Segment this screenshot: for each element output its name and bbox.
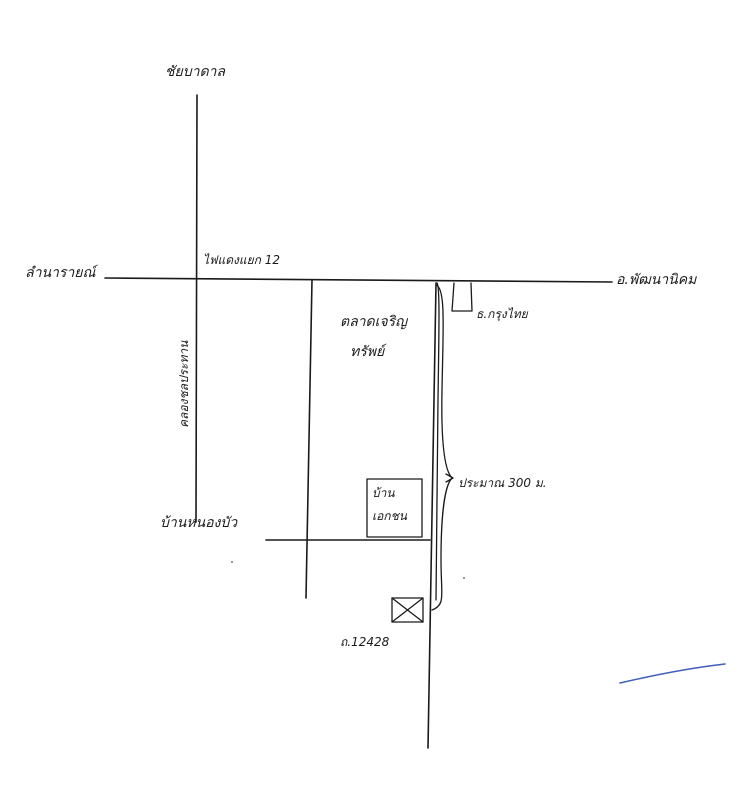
site-marker xyxy=(391,597,424,623)
distance-arrow xyxy=(445,473,454,483)
label-east: อ.พัฒนานิคม xyxy=(616,272,697,288)
stray-dot xyxy=(463,577,465,579)
soi-left-road xyxy=(305,279,313,599)
bank-building xyxy=(451,282,473,312)
label-house-line1: บ้าน xyxy=(372,486,395,500)
soi-right-edge xyxy=(435,282,440,601)
label-bank: ธ.กรุงไทย xyxy=(476,307,529,322)
north-south-road xyxy=(195,94,198,523)
label-bottom-west: บ้านหนองบัว xyxy=(160,515,238,531)
label-north: ชัยบาดาล xyxy=(165,64,226,80)
main-horizontal-road xyxy=(104,277,613,283)
label-distance: ประมาณ 300 ม. xyxy=(458,476,547,490)
label-irrigation-canal: คลองชลประทาน xyxy=(177,340,191,428)
pen-stroke xyxy=(619,663,726,684)
label-market-line1: ตลาดเจริญ xyxy=(340,314,409,330)
label-site-code: ถ.12428 xyxy=(340,635,390,649)
label-house-line2: เอกชน xyxy=(372,509,408,523)
label-market-line2: ทรัพย์ xyxy=(350,343,387,360)
soi-right-road xyxy=(427,282,437,749)
label-west: ลำนารายณ์ xyxy=(25,264,98,281)
stray-dot xyxy=(231,561,233,563)
house-box xyxy=(366,478,423,538)
label-traffic-light: ไฟแดงแยก 12 xyxy=(203,253,280,267)
